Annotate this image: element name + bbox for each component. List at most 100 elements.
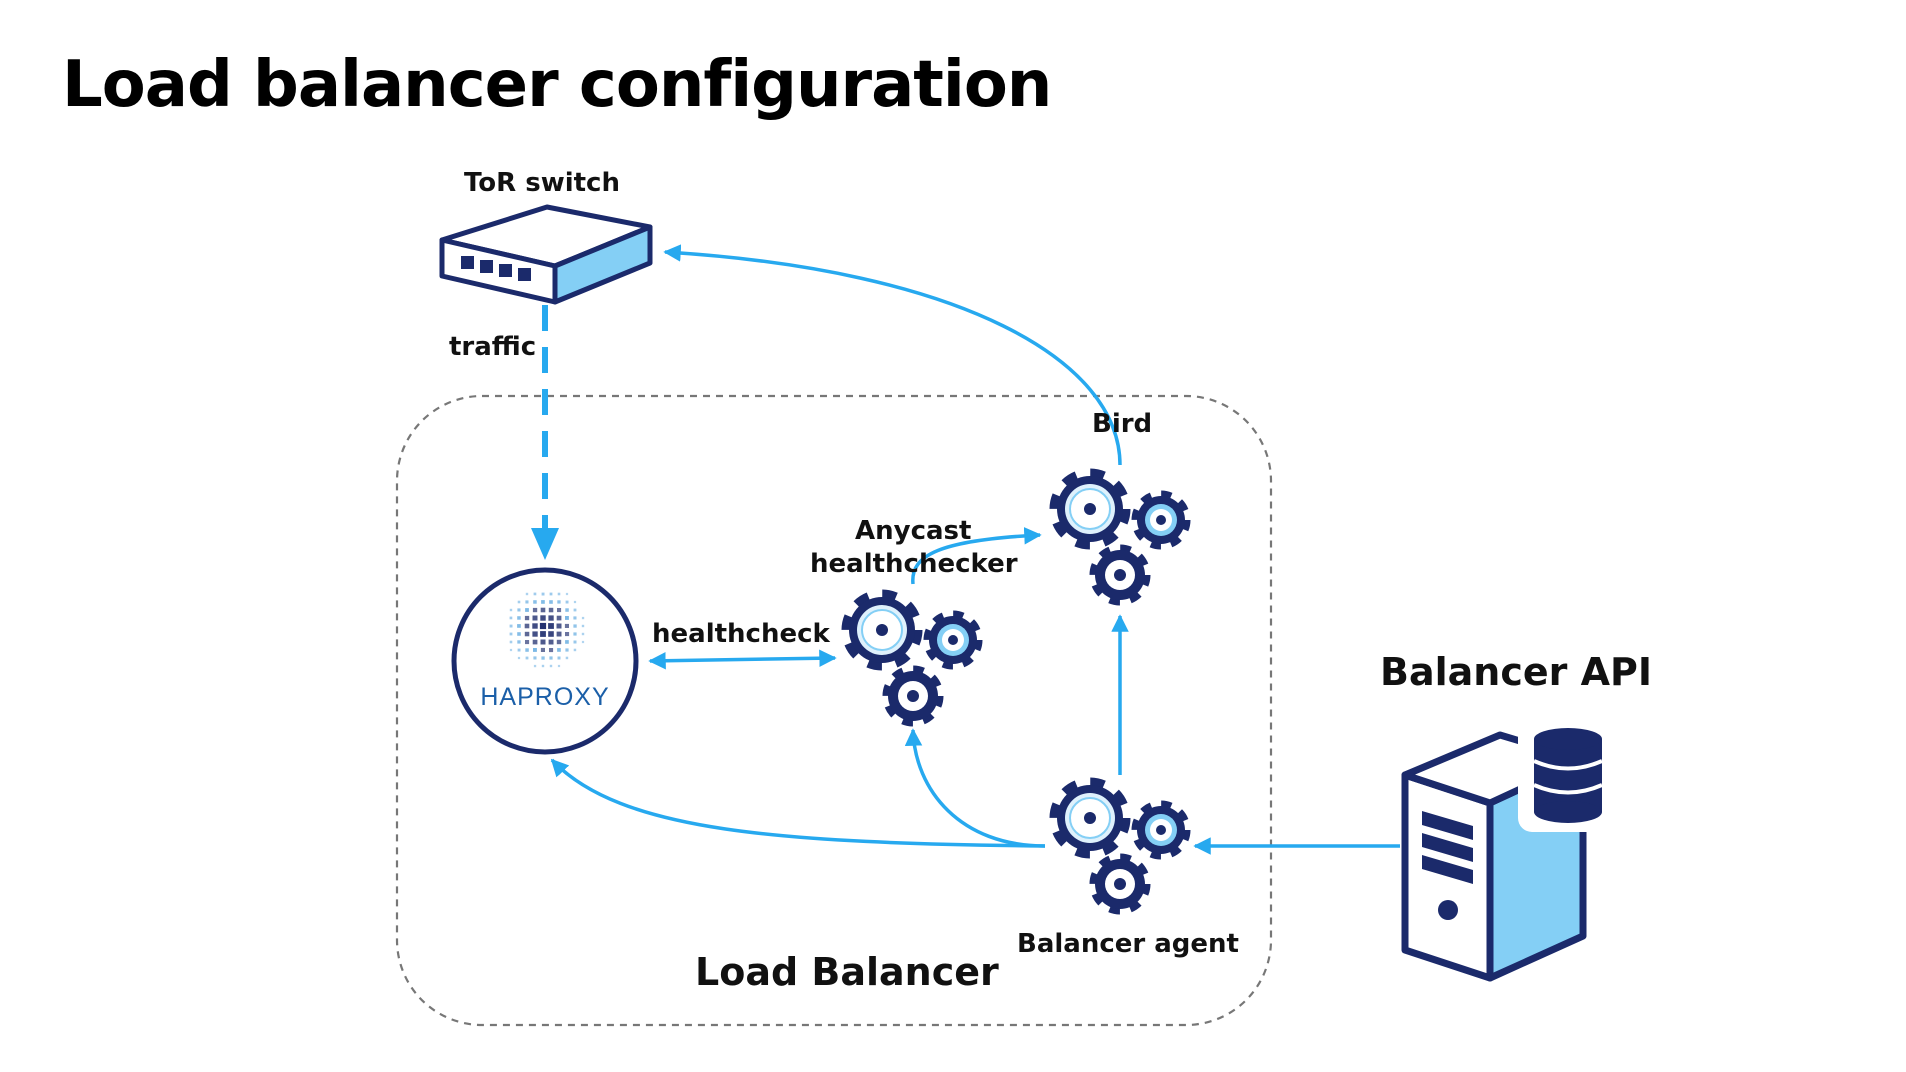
edge-bird-to-switch [663, 244, 1122, 466]
haproxy-dot [548, 639, 554, 645]
haproxy-dot [540, 647, 545, 652]
haproxy-dot [525, 648, 529, 652]
haproxy-dot [573, 648, 577, 652]
bird-label: Bird [1092, 409, 1153, 439]
anycast-label-line1: Anycast [855, 516, 972, 546]
haproxy-dot [541, 664, 545, 668]
haproxy-dot [573, 616, 577, 620]
haproxy-dot [524, 615, 530, 621]
haproxy-dot [525, 600, 529, 604]
haproxy-dot [509, 624, 513, 628]
haproxy-dot [517, 608, 521, 612]
haproxy-dot [549, 648, 554, 653]
haproxy-dot [533, 656, 537, 660]
healthcheck-label: healthcheck [652, 619, 830, 649]
haproxy-dot [549, 592, 553, 596]
haproxy-dot [540, 639, 546, 645]
haproxy-dot [509, 616, 513, 620]
haproxy-dot [525, 640, 530, 645]
haproxy-dot [556, 615, 562, 621]
haproxy-dot [517, 632, 521, 636]
balancer-agent-label: Balancer agent [1017, 929, 1239, 959]
haproxy-dot [565, 608, 569, 612]
haproxy-dot [565, 648, 569, 652]
haproxy-dot [532, 607, 538, 613]
haproxy-dot [517, 648, 521, 652]
haproxy-dot [581, 616, 585, 620]
haproxy-dot [573, 640, 577, 644]
haproxy-dot [548, 615, 554, 621]
haproxy-dot [525, 656, 529, 660]
haproxy-dot [541, 600, 545, 604]
gears-icon-bird [1057, 476, 1185, 600]
haproxy-dot [533, 664, 537, 668]
server-bays [1422, 811, 1473, 920]
haproxy-dot [556, 631, 562, 637]
haproxy-dot [525, 592, 529, 596]
haproxy-dot [539, 622, 547, 630]
haproxy-dot [548, 631, 554, 637]
haproxy-dot [581, 624, 585, 628]
haproxy-dot [540, 631, 546, 637]
haproxy-dot [573, 600, 577, 604]
edge-agent-to-anycast [904, 728, 1046, 848]
haproxy-dot [517, 600, 521, 604]
haproxy-dot [524, 631, 530, 637]
haproxy-dot [581, 632, 585, 636]
haproxy-dot [517, 624, 521, 628]
anycast-label-line2: healthchecker [810, 549, 1018, 579]
database-icon [1518, 716, 1618, 832]
haproxy-dot [532, 615, 538, 621]
switch-ports [461, 256, 531, 281]
haproxy-dot [565, 600, 569, 604]
haproxy-dot [548, 607, 554, 613]
edge-healthcheck [648, 649, 837, 670]
haproxy-dot [565, 656, 569, 660]
haproxy-dot [509, 608, 513, 612]
haproxy-dot [557, 600, 561, 604]
haproxy-dot [573, 608, 577, 612]
haproxy-dot [565, 640, 569, 644]
haproxy-dot [533, 592, 537, 596]
edge-agent-to-haproxy [550, 758, 1046, 848]
haproxy-dot [557, 656, 561, 660]
haproxy-dot [541, 656, 545, 660]
haproxy-dot [549, 656, 553, 660]
haproxy-dot [533, 648, 537, 652]
haproxy-dot [549, 664, 553, 668]
haproxy-dot [573, 632, 577, 636]
tor-switch-label: ToR switch [464, 168, 620, 198]
haproxy-dot [517, 656, 521, 660]
haproxy-dot [517, 640, 521, 644]
haproxy-dot [525, 608, 529, 612]
haproxy-dot [565, 616, 569, 620]
haproxy-dot [557, 592, 561, 596]
haproxy-dot [557, 608, 562, 613]
haproxy-dot [532, 639, 538, 645]
gears-icon-anycast [849, 597, 977, 721]
edge-traffic-arrowhead [531, 528, 559, 560]
haproxy-dot [540, 607, 546, 613]
haproxy-dot [532, 631, 538, 637]
haproxy-dot [548, 623, 554, 629]
haproxy-dot [581, 640, 585, 644]
haproxy-dot [509, 632, 513, 636]
page-title: Load balancer configuration [62, 48, 1052, 122]
haproxy-dot [509, 648, 513, 652]
haproxy-dot [532, 623, 538, 629]
load-balancer-label: Load Balancer [695, 950, 999, 994]
edge-anycast-to-bird [911, 527, 1042, 585]
haproxy-dot [565, 632, 570, 637]
traffic-label: traffic [449, 332, 537, 362]
load-balancer-group [395, 394, 1273, 1027]
edges [531, 244, 1400, 855]
haproxy-dot [540, 615, 546, 621]
haproxy-dot [556, 639, 562, 645]
haproxy-dot-sphere [509, 592, 585, 668]
haproxy-dot [524, 623, 530, 629]
gears-icon-agent [1057, 785, 1185, 909]
balancer-api-label: Balancer API [1380, 650, 1652, 694]
haproxy-dot [541, 592, 545, 596]
haproxy-dot [565, 592, 569, 596]
haproxy-dot [557, 664, 561, 668]
